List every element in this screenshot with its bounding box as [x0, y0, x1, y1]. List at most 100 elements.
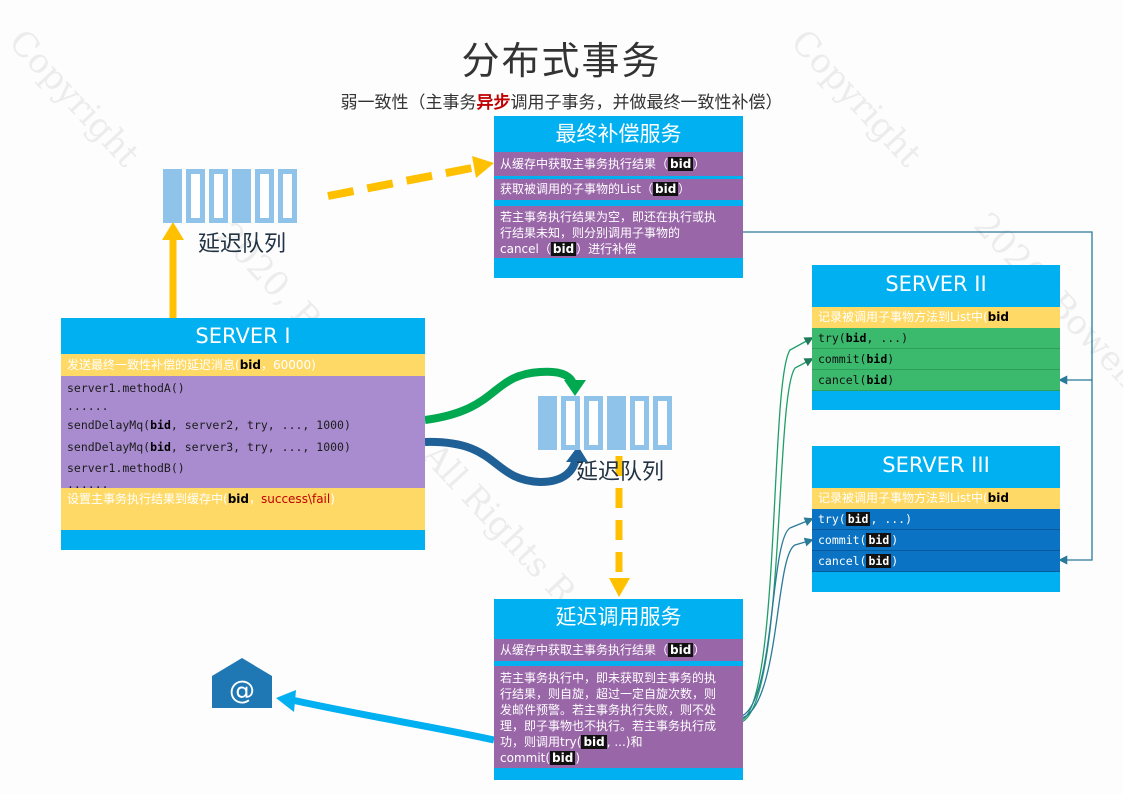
text: ) [887, 373, 895, 387]
subtitle-part-2: 调用子事务，并做最终一致性补偿） [510, 93, 783, 113]
code-line: ...... [67, 478, 419, 490]
yellow-up-arrowhead [162, 222, 184, 240]
queue-slot [186, 169, 205, 223]
code-line: server1.methodA() [67, 379, 419, 398]
text: ) [330, 492, 335, 506]
yellow-dashed-arrowhead-top [472, 156, 494, 178]
code-line: sendDelayMq(bid, server3, try, ..., 1000… [67, 436, 419, 458]
compensation-row-cancel: 若主事务执行结果为空，即还在执行或执 行结果未知，则分别调用子事物的 cance… [494, 206, 743, 258]
mail-at-icon: @ [212, 658, 272, 708]
bid-tag: bid [150, 417, 171, 432]
text: sendDelayMq( [67, 439, 151, 454]
text: ， [248, 492, 261, 506]
delay-call-row-get-result: 从缓存中获取主事务执行结果（bid） [494, 639, 743, 661]
delay-call-service-box: 延迟调用服务 从缓存中获取主事务执行结果（bid） 若主事务执行中，即未获取到主… [494, 599, 743, 780]
bid-tag: bid [866, 373, 888, 387]
text: try( [818, 512, 846, 526]
text: 行结果，则自旋，超过一定自旋次数，则 [500, 687, 717, 701]
bid-tag: bid [866, 554, 892, 568]
compensation-service-title: 最终补偿服务 [555, 122, 682, 146]
server2-method-commit: commit(bid) [812, 349, 1060, 370]
code-line: sendDelayMq(bid, server2, try, ..., 1000… [67, 414, 419, 436]
text: 获取被调用的子事物的List（ [500, 182, 653, 196]
server3-method-try: try(bid, ...) [812, 509, 1060, 530]
green-arrowhead [564, 380, 586, 396]
text: ) [891, 554, 899, 568]
queue-slot [561, 396, 580, 450]
queue-slot [630, 396, 649, 450]
yellow-dashed-arrow-top [327, 164, 473, 200]
text: , ...) [870, 512, 913, 526]
thin-connector-cancel-s2 [743, 231, 1093, 385]
bid-tag: bid [652, 182, 679, 196]
text: ）进行补偿 [576, 242, 637, 256]
text: , server3, try, ..., 1000) [170, 439, 351, 454]
thin-connector-try-s3 [741, 517, 814, 717]
subtitle-highlight: 异步 [476, 93, 511, 113]
queue-slot [163, 169, 182, 223]
bid-tag: bid [227, 492, 249, 506]
delay-call-row-body: 若主事务执行中，即未获取到主事务的执 行结果，则自旋，超过一定自旋次数，则 发邮… [494, 666, 743, 768]
text: 记录被调用子事物方法到List中( [818, 310, 988, 324]
text: try( [818, 331, 846, 345]
success-fail-text: success\fail [261, 492, 331, 506]
bid-tag: bid [845, 331, 867, 345]
diagram-title: 分布式事务 [461, 39, 662, 83]
text: ...... [67, 398, 109, 413]
bid-tag: bid [668, 643, 694, 657]
text: ...... [67, 476, 109, 491]
compensation-service-box: 最终补偿服务 从缓存中获取主事务执行结果（bid） 获取被调用的子事物的List… [494, 116, 743, 278]
bid-tag: bid [987, 310, 1009, 324]
text: server1.methodA() [67, 381, 185, 395]
server2-title: SERVER II [885, 272, 987, 296]
delay-queue-middle [538, 396, 672, 450]
text: ） [693, 643, 706, 657]
server1-send-delay-row: 发送最终一致性补偿的延迟消息(bid，60000) [61, 354, 425, 376]
thin-connector-cancel-s3 [1058, 380, 1093, 565]
text: 若主事务执行结果为空，即还在执行或执 [500, 210, 717, 224]
text: server1.methodB() [67, 460, 185, 475]
thin-connector-commit-s2 [741, 358, 814, 723]
text: , ...)和 [606, 735, 643, 749]
queue-slot [232, 169, 251, 223]
server2-record-row: 记录被调用子事物方法到List中(bid [812, 307, 1060, 328]
server2-box: SERVER II 记录被调用子事物方法到List中(bid try(bid, … [812, 265, 1060, 410]
blue-curve-arrow [424, 437, 580, 487]
bid-tag: bid [866, 533, 892, 547]
text: , server2, try, ..., 1000) [170, 417, 351, 432]
text: 从缓存中获取主事务执行结果（ [500, 157, 669, 171]
bid-tag: bid [987, 491, 1009, 505]
text: ，60000) [260, 358, 316, 372]
text: 功，则调用try( [500, 735, 582, 749]
server3-title: SERVER III [882, 453, 990, 477]
queue-slot [584, 396, 603, 450]
queue-slot [538, 396, 557, 450]
server2-method-try: try(bid, ...) [812, 328, 1060, 349]
server2-method-cancel: cancel(bid) [812, 370, 1060, 391]
queue-slot [278, 169, 297, 223]
thin-connector-try-s2 [741, 337, 814, 721]
server3-record-row: 记录被调用子事物方法到List中(bid [812, 488, 1060, 509]
server3-box: SERVER III 记录被调用子事物方法到List中(bid try(bid,… [812, 446, 1060, 592]
text: commit( [818, 352, 867, 366]
subtitle-part-1: 弱一致性（主事务 [340, 93, 477, 113]
bid-tag: bid [550, 751, 576, 765]
queue-slot [607, 396, 626, 450]
server3-method-cancel: cancel(bid) [812, 551, 1060, 572]
delay-queue-top-label: 延迟队列 [198, 232, 287, 257]
server1-box: SERVER I 发送最终一致性补偿的延迟消息(bid，60000) serve… [61, 318, 425, 550]
bid-tag: bid [581, 735, 607, 749]
lightblue-arrowhead [276, 690, 296, 712]
text: commit( [500, 751, 551, 765]
text: 理，即子事物也不执行。若主事务执行成 [500, 719, 717, 733]
mail-at-symbol: @ [229, 676, 255, 706]
compensation-row-get-list: 获取被调用的子事物的List（bid） [494, 179, 743, 200]
delay-call-service-title: 延迟调用服务 [555, 605, 682, 629]
server1-set-result-row: 设置主事务执行结果到缓存中(bid，success\fail) [61, 488, 425, 530]
yellow-dashed-arrowhead-down [609, 578, 630, 597]
code-line: server1.methodB() [67, 458, 419, 478]
compensation-row-get-result: 从缓存中获取主事务执行结果（bid） [494, 152, 743, 176]
queue-slot [653, 396, 672, 450]
bid-tag: bid [239, 358, 261, 372]
